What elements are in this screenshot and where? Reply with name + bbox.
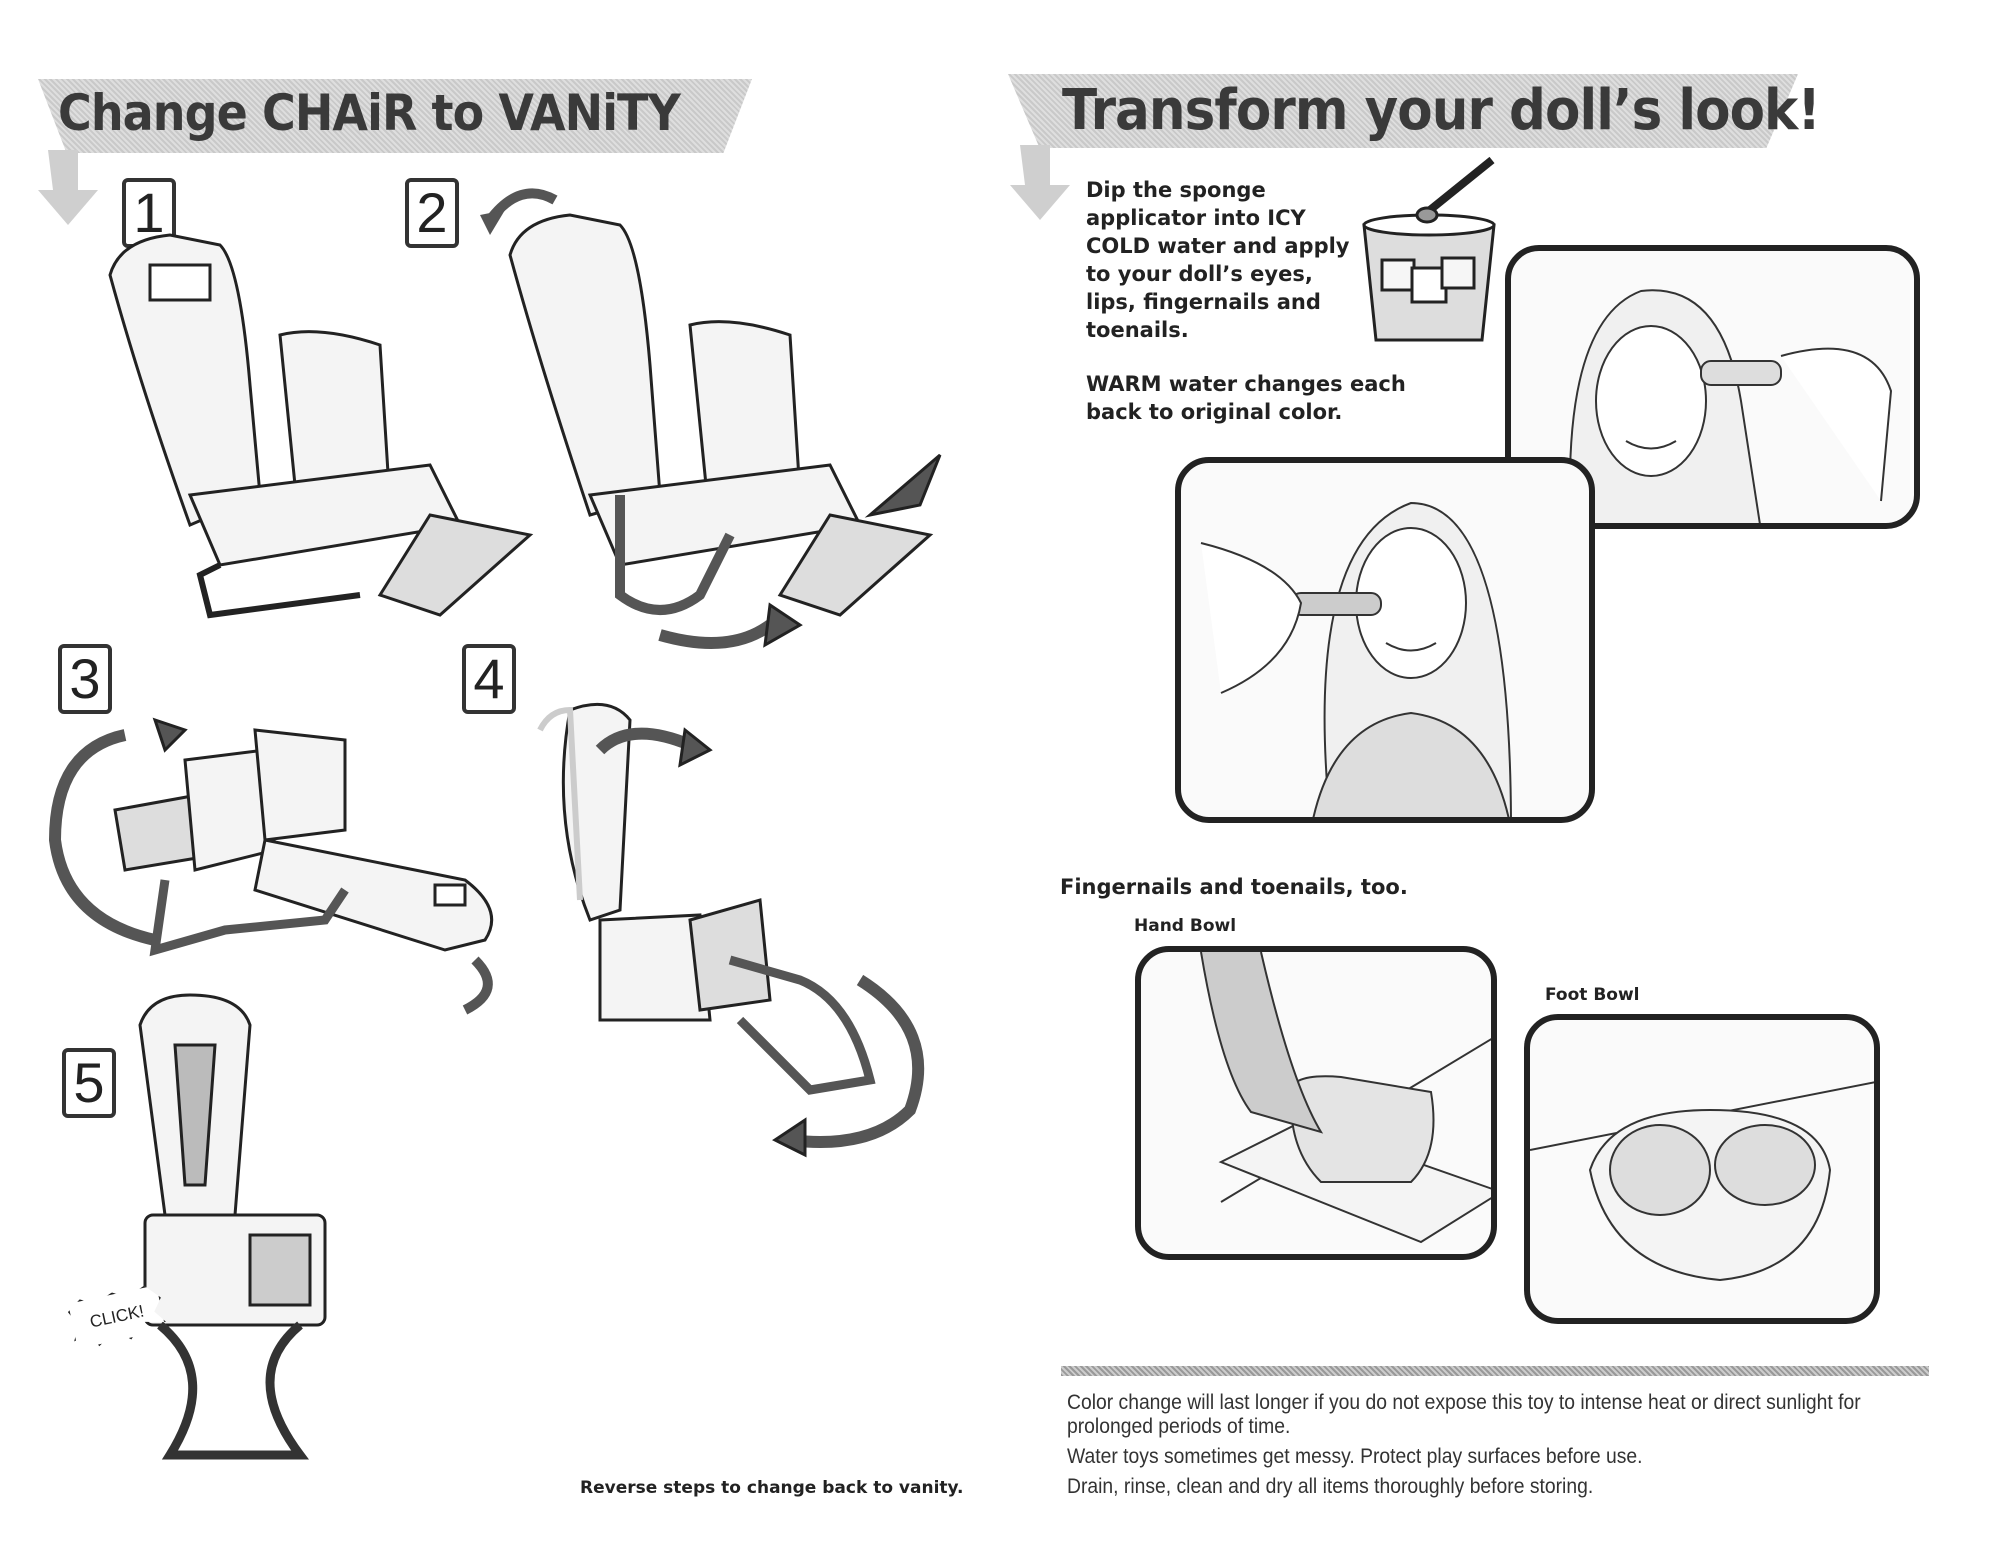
warm-line: back to original color. bbox=[1086, 400, 1343, 424]
hand-bowl-label: Hand Bowl bbox=[1134, 916, 1237, 936]
step-number-1: 1 bbox=[122, 178, 176, 248]
instruction-line: lips, fingernails and bbox=[1086, 290, 1321, 314]
right-page-title: Transform your doll’s look! bbox=[1062, 78, 1821, 143]
warm-line: WARM water changes each bbox=[1086, 372, 1406, 396]
step-number-5: 5 bbox=[62, 1048, 116, 1118]
step-number-4: 4 bbox=[462, 644, 516, 714]
step2-chair-illustration bbox=[508, 213, 942, 649]
hand-bowl-illustration-frame bbox=[1135, 946, 1497, 1260]
foot-bowl-label: Foot Bowl bbox=[1545, 985, 1640, 1005]
hand-bowl-illustration bbox=[1200, 952, 1491, 1244]
instruction-line: COLD water and apply bbox=[1086, 234, 1350, 258]
disclaimer-messy: Water toys sometimes get messy. Protect … bbox=[1067, 1445, 1643, 1468]
doll-lips-illustration-frame bbox=[1175, 457, 1595, 823]
instruction-line: applicator into ICY bbox=[1086, 206, 1306, 230]
step1-chair-illustration bbox=[108, 233, 534, 619]
reverse-steps-note: Reverse steps to change back to vanity. bbox=[580, 1478, 964, 1498]
step4-chair-illustration bbox=[537, 702, 925, 1158]
foot-bowl-illustration-frame bbox=[1524, 1014, 1880, 1324]
ice-water-glass-icon bbox=[1362, 156, 1496, 342]
banner-arrow-icon bbox=[1010, 145, 1070, 220]
left-page-title: Change CHAiR to VANiTY bbox=[58, 84, 681, 142]
step3-chair-illustration bbox=[48, 717, 494, 1015]
doll-portrait-illustration bbox=[1200, 501, 1512, 817]
doll-face-illustration bbox=[1568, 289, 1893, 523]
step-number-3: 3 bbox=[58, 644, 112, 714]
nails-heading: Fingernails and toenails, too. bbox=[1060, 875, 1408, 899]
disclaimer-storage: Drain, rinse, clean and dry all items th… bbox=[1067, 1475, 1594, 1498]
step-number-2: 2 bbox=[405, 178, 459, 248]
foot-bowl-illustration bbox=[1530, 1081, 1874, 1282]
banner-arrow-icon bbox=[38, 150, 98, 225]
instruction-text: Dip the sponge applicator into ICY COLD … bbox=[1086, 176, 1406, 426]
instruction-line: Dip the sponge bbox=[1086, 178, 1266, 202]
rotate-arrow-icon bbox=[480, 188, 558, 235]
instruction-line: toenails. bbox=[1086, 318, 1189, 342]
disclaimer-block: Color change will last longer if you do … bbox=[1067, 1391, 2000, 1499]
divider-bar bbox=[1061, 1366, 1929, 1376]
step5-vanity-illustration bbox=[138, 993, 327, 1460]
right-title-banner bbox=[1008, 74, 1798, 148]
disclaimer-sunlight: Color change will last longer if you do … bbox=[1067, 1391, 1861, 1438]
instruction-line: to your doll’s eyes, bbox=[1086, 262, 1313, 286]
left-title-banner bbox=[38, 79, 752, 153]
